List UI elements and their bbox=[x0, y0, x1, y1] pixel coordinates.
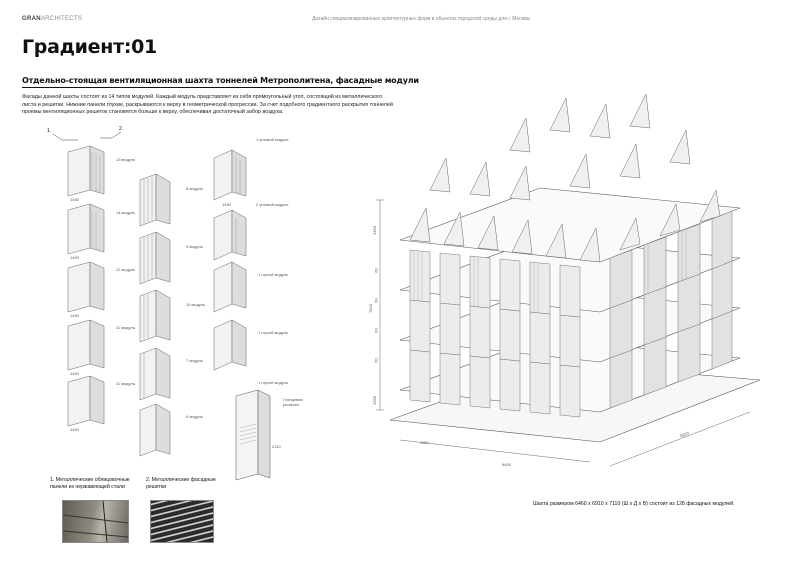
callout-2: 2. bbox=[119, 126, 124, 132]
module-label: 2 угловой модуль bbox=[256, 202, 289, 207]
module-label: 1 глухой модуль bbox=[258, 330, 289, 335]
dim-width: 6400 bbox=[502, 462, 511, 467]
callout-1: 1. bbox=[47, 128, 52, 134]
module-label: 1 глухой модуль bbox=[258, 272, 289, 277]
dim-row: 1390 bbox=[371, 226, 377, 235]
module-label: 11 модуль bbox=[116, 325, 135, 330]
section-subtitle: Отдельно-стоящая вентиляционная шахта то… bbox=[22, 76, 419, 85]
dim-row: 1390 bbox=[371, 396, 377, 405]
header-title: Дизайн специализированных архитектурных … bbox=[312, 16, 531, 22]
module-label: 7 модуль bbox=[186, 358, 203, 363]
panel-dim: 2110 bbox=[272, 444, 281, 449]
description: Фасады данной шахты состоят из 14 типов … bbox=[22, 94, 393, 116]
brand-logo: GRANARCHITECTS bbox=[22, 16, 83, 22]
dim-label: 1450 bbox=[70, 313, 79, 318]
module-label: 14 модуль bbox=[116, 210, 136, 215]
material-2-caption: 2. Металлические фасадные решетки bbox=[146, 477, 216, 490]
module-label: 1 глухой модуль bbox=[258, 380, 289, 385]
material-1-caption: 1. Металлические облицовочные панели из … bbox=[50, 477, 130, 490]
steel-panels-photo bbox=[62, 500, 129, 543]
module-label: 13 модуль bbox=[116, 157, 136, 162]
module-label: 6 модуль bbox=[186, 414, 203, 419]
modules-column-3 bbox=[213, 149, 247, 371]
dim-height: 7900 bbox=[367, 304, 373, 313]
modules-column-2 bbox=[139, 173, 171, 457]
module-label: 10 модуль bbox=[186, 302, 206, 307]
dim-module: 1160 bbox=[420, 440, 429, 445]
panel-label: Глянцевая решетка bbox=[283, 397, 303, 407]
dim-row: 60 bbox=[373, 358, 379, 363]
dim-label: 1450 bbox=[70, 427, 79, 432]
module-label: 11 модуль bbox=[116, 381, 135, 386]
modules-column-1 bbox=[67, 145, 105, 427]
facade-grilles-photo bbox=[150, 500, 214, 543]
dim-row: 60 bbox=[373, 268, 379, 273]
page-title: Градиент:01 bbox=[22, 36, 157, 58]
dim-label: 1450 bbox=[70, 255, 79, 260]
module-label: 1 угловой модуль bbox=[256, 137, 289, 142]
dim-row: 60 bbox=[373, 298, 379, 303]
facade-panel-drawing bbox=[235, 389, 271, 481]
dim-label: 1450 bbox=[70, 197, 79, 202]
module-label: 8 модуль bbox=[186, 186, 203, 191]
module-label: 12 модуль bbox=[116, 267, 136, 272]
shaft-caption: Шахта размером 6460 х 6910 х 7110 (Ш х Д… bbox=[533, 501, 735, 507]
dim-label: 1450 bbox=[222, 202, 231, 207]
module-label: 9 модуль bbox=[186, 244, 203, 249]
dim-row: 60 bbox=[373, 328, 379, 333]
subtitle-underline bbox=[22, 87, 372, 88]
ventilation-shaft-isometric bbox=[376, 93, 761, 467]
dim-label: 1450 bbox=[70, 371, 79, 376]
